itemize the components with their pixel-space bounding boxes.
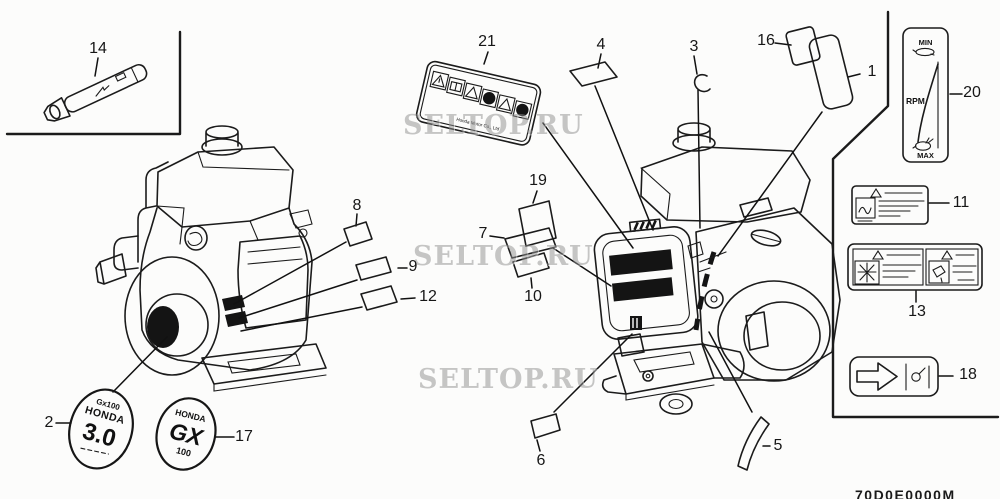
callout-19: 19 <box>529 172 547 189</box>
rpm-range-label: MIN RPM MAX <box>902 27 949 163</box>
callout-9: 9 <box>408 258 418 275</box>
watermark-1: SELTOP.RU <box>403 110 584 141</box>
callout-21: 21 <box>478 33 496 50</box>
right-labels-box-frame <box>831 10 1000 419</box>
callout-20: 20 <box>963 84 981 101</box>
turtle-icon <box>912 47 935 57</box>
callout-18: 18 <box>959 366 977 383</box>
callout-5: 5 <box>773 437 783 454</box>
warning-pictogram-strip-label: Honda Motor Co., Ltd <box>415 60 542 146</box>
callout-17: 17 <box>235 428 253 445</box>
rpm-min-text: MIN <box>919 38 933 47</box>
callout-10: 10 <box>524 288 542 305</box>
plug-wrench-illustration <box>43 63 148 122</box>
callout-2: 2 <box>44 414 54 431</box>
rpm-unit-text: RPM <box>906 96 925 106</box>
callout-13: 13 <box>908 303 926 320</box>
callout-14: 14 <box>89 40 107 57</box>
watermark-3: SELTOP.RU <box>418 364 599 395</box>
emblem-side-label: HONDA GX 100 <box>155 397 217 471</box>
callout-3: 3 <box>689 38 699 55</box>
engine-left-illustration <box>95 125 327 392</box>
caution-label-11 <box>851 185 929 225</box>
callout-11: 11 <box>952 194 970 211</box>
emblem-front-label: Gx100 HONDA 3.0 <box>68 388 134 470</box>
rpm-max-text: MAX <box>917 151 934 160</box>
callout-16: 16 <box>757 32 775 49</box>
callout-4: 4 <box>596 36 606 53</box>
rabbit-icon <box>912 137 934 151</box>
tool-box-frame <box>5 30 182 136</box>
leader-lines <box>55 42 963 452</box>
callout-6: 6 <box>536 452 546 469</box>
caution-label-13 <box>847 243 983 291</box>
arrow-label-18 <box>849 356 939 397</box>
engine-right-illustration <box>593 122 841 415</box>
watermark-2: SELTOP.RU <box>413 241 594 272</box>
callout-8: 8 <box>352 197 362 214</box>
diagram-part-code: 70D0E0000M <box>855 487 956 499</box>
blank-label-stickers <box>343 26 854 471</box>
callout-12: 12 <box>419 288 437 305</box>
callout-1: 1 <box>867 63 877 80</box>
emblem-side-number-text: 100 <box>175 445 192 458</box>
callout-7: 7 <box>478 225 488 242</box>
